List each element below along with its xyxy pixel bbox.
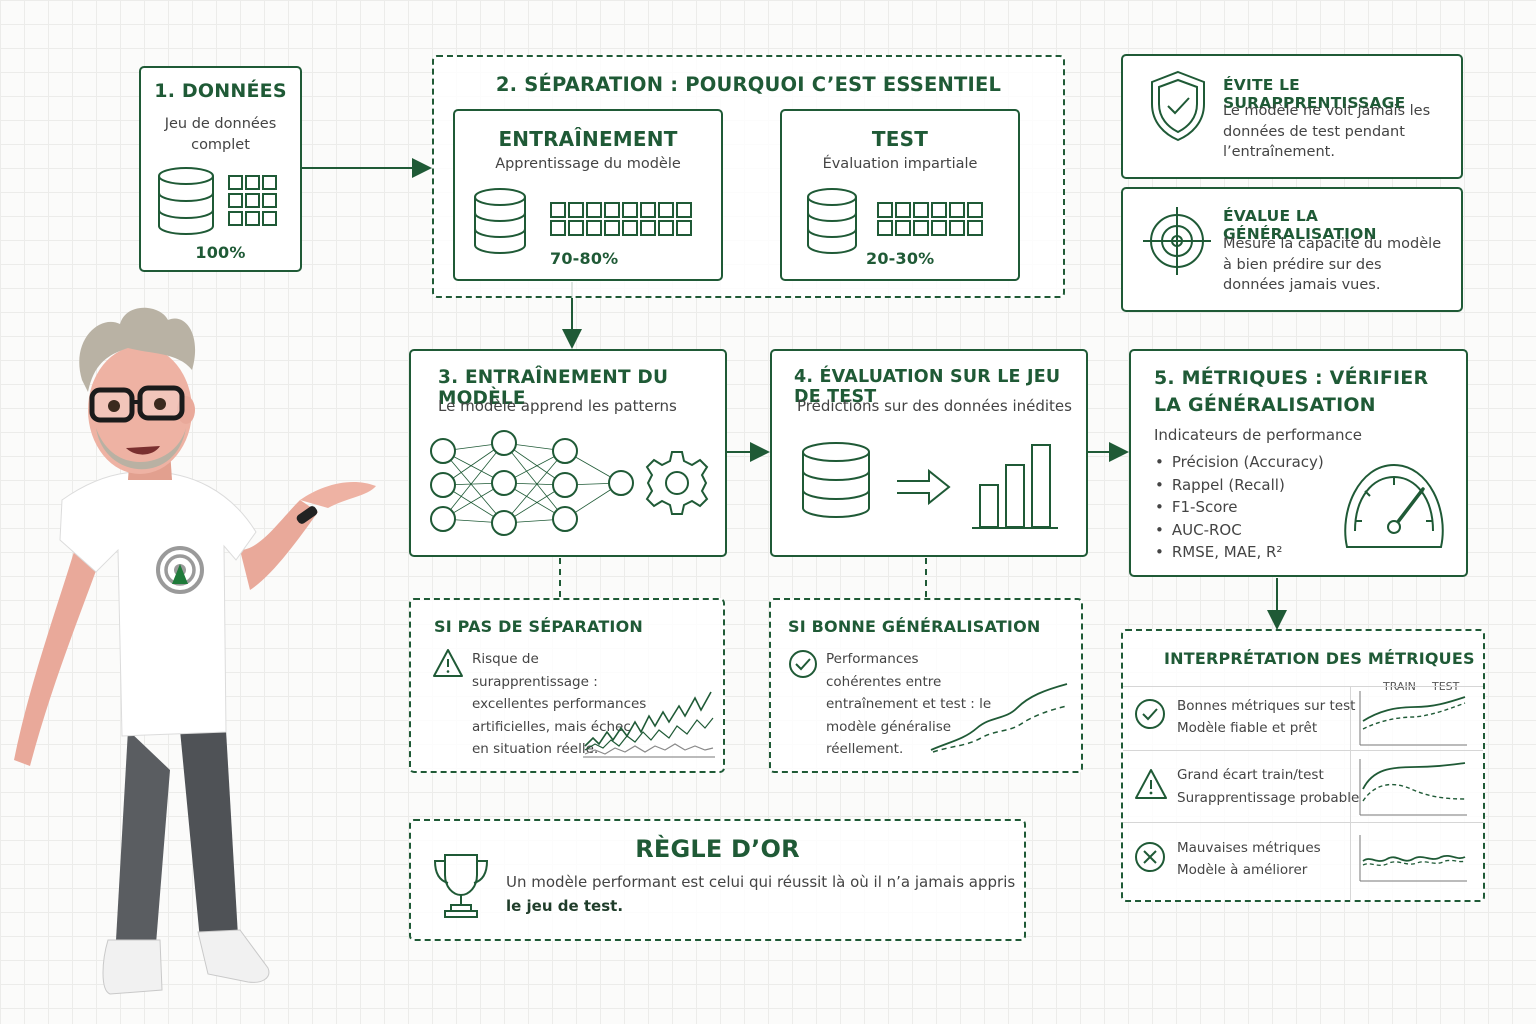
train-subtitle: Apprentissage du modèle [495,156,681,172]
step1-subtitle: Jeu de données complet [164,116,277,153]
step2-title: 2. SÉPARATION : POURQUOI C’EST ESSENTIEL [495,73,1002,96]
benefit-generalization-box: ÉVALUE LA GÉNÉRALISATION Mesure la capac… [1121,187,1463,312]
generalization-chart-icon [930,683,1068,753]
golden-rule-box: RÈGLE D’OR Un modèle performant est celu… [409,819,1026,941]
step3-subtitle: Le modèle apprend les patterns [438,397,677,415]
database-icon [807,188,857,254]
x-circle-icon [1135,842,1165,872]
no-split-box: SI PAS DE SÉPARATION Risque de surappren… [409,598,725,773]
interpretation-row-line1: Bonnes métriques sur test [1177,698,1356,714]
interpretation-box: INTERPRÉTATION DES MÉTRIQUES TRAIN TEST … [1121,629,1485,902]
step3-training-box: 3. ENTRAÎNEMENT DU MODÈLE Le modèle appr… [409,349,727,557]
benefit-title: ÉVALUE LA GÉNÉRALISATION [1223,207,1377,243]
metric-item: Rappel (Recall) [1155,474,1324,497]
shirt-logo [156,546,204,594]
metrics-list: Précision (Accuracy) Rappel (Recall) F1-… [1155,451,1324,564]
step4-evaluation-box: 4. ÉVALUATION SUR LE JEU DE TEST Prédict… [770,349,1088,557]
check-circle-icon [789,650,817,678]
test-title: TEST [871,127,929,151]
data-grid-icon [877,202,983,236]
database-icon [474,188,526,254]
step5-subtitle: Indicateurs de performance [1154,426,1363,444]
step1-title: 1. DONNÉES [154,80,287,102]
golden-rule-bold: le jeu de test. [506,897,624,915]
test-set-box: TEST Évaluation impartiale 20-30% [780,109,1020,281]
metric-item: RMSE, MAE, R² [1155,541,1324,564]
arrow-right-icon [897,468,951,506]
golden-rule-title: RÈGLE D’OR [635,835,800,863]
train-test-gap-chart-icon [1359,759,1467,816]
overfitting-chart-icon [583,691,715,758]
database-icon [158,167,214,235]
data-grid-icon [550,202,692,236]
benefit-text: Mesure la capacité du modèle à bien préd… [1223,236,1442,293]
interpretation-row-line2: Modèle fiable et prêt [1177,720,1318,736]
test-subtitle: Évaluation impartiale [822,156,978,172]
neural-network-icon [430,430,709,536]
step1-data-box: 1. DONNÉES Jeu de données complet 100% [139,66,302,272]
step4-title: 4. ÉVALUATION SUR LE JEU DE TEST [794,367,1061,407]
no-split-title: SI PAS DE SÉPARATION [434,617,643,636]
golden-rule-text: Un modèle performant est celui qui réuss… [506,873,1016,912]
warning-icon [433,649,463,677]
step3-title: 3. ENTRAÎNEMENT DU MODÈLE [438,367,669,409]
step5-title-line2: LA GÉNÉRALISATION [1154,394,1376,416]
shield-check-icon [1151,70,1205,142]
step5-title-line1: 5. MÉTRIQUES : VÉRIFIER [1154,367,1429,389]
metric-item: Précision (Accuracy) [1155,451,1324,474]
test-percent: 20-30% [866,249,935,268]
train-title: ENTRAÎNEMENT [498,127,678,151]
target-icon [1143,207,1211,275]
train-test-close-chart-icon [1359,691,1467,746]
bar-chart-icon [972,444,1058,529]
step5-metrics-box: 5. MÉTRIQUES : VÉRIFIER LA GÉNÉRALISATIO… [1129,349,1468,577]
data-grid-icon [228,175,277,226]
interpretation-row-line2: Surapprentissage probable [1177,790,1360,806]
interpretation-divider [1123,686,1483,687]
presenter-character-illustration [14,307,376,995]
interpretation-divider [1123,822,1483,823]
trophy-icon [433,854,489,918]
train-set-box: ENTRAÎNEMENT Apprentissage du modèle 70-… [453,109,723,281]
database-icon [802,442,870,518]
metric-item: AUC-ROC [1155,519,1324,542]
poor-metrics-chart-icon [1359,835,1467,882]
interpretation-row-line1: Mauvaises métriques [1177,840,1321,856]
interpretation-col-divider [1350,686,1351,902]
gauge-icon [1344,463,1444,548]
gear-icon [645,451,709,515]
interpretation-title: INTERPRÉTATION DES MÉTRIQUES [1164,649,1475,668]
warning-icon [1135,769,1167,799]
step4-subtitle: Prédictions sur des données inédites [797,397,1072,415]
benefit-overfitting-box: ÉVITE LE SURAPPRENTISSAGE Le modèle ne v… [1121,54,1463,179]
train-percent: 70-80% [550,249,619,268]
benefit-title: ÉVITE LE SURAPPRENTISSAGE [1223,76,1406,112]
good-gen-title: SI BONNE GÉNÉRALISATION [788,617,1041,636]
interpretation-row-line2: Modèle à améliorer [1177,862,1308,878]
benefit-text: Le modèle ne voit jamais les données de … [1223,103,1431,160]
metric-item: F1-Score [1155,496,1324,519]
interpretation-row-line1: Grand écart train/test [1177,767,1324,783]
good-gen-text: Performances cohérentes entre entraîneme… [826,651,992,757]
check-circle-icon [1135,699,1165,729]
step1-percent: 100% [195,243,246,262]
interpretation-divider [1123,750,1483,751]
no-split-text: Risque de surapprentissage : excellentes… [472,651,647,757]
good-generalization-box: SI BONNE GÉNÉRALISATION Performances coh… [769,598,1083,773]
